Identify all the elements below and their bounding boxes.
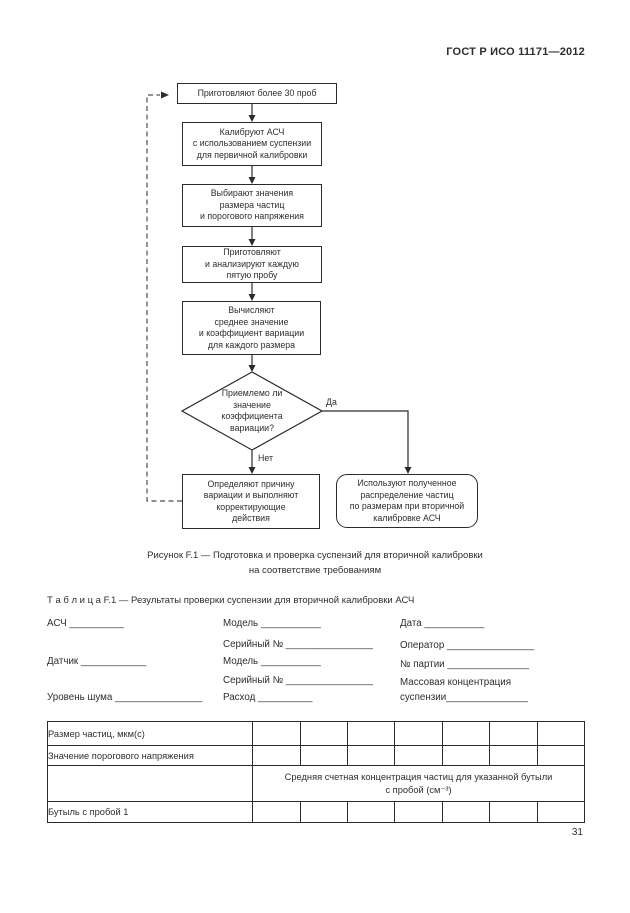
results-table: Размер частиц, мкм(с) Значение пороговог… [47, 721, 585, 823]
form-field-asch: АСЧ __________ [47, 618, 124, 629]
flow-label-no: Нет [258, 453, 273, 463]
arrowhead-3 [248, 239, 256, 246]
flow-label-yes: Да [326, 397, 337, 407]
empty-cell [442, 721, 490, 746]
form-field-mass-concentration: Массовая концентрация суспензии_________… [400, 677, 528, 703]
flow-step-calibrate-counter: Калибруют АСЧ с использованием суспензии… [182, 122, 322, 166]
empty-cell [489, 801, 538, 823]
empty-cell [252, 745, 301, 766]
merged-header-concentration: Средняя счетная концентрация частиц для … [252, 765, 585, 802]
empty-cell [394, 721, 443, 746]
form-field-batch-number: № партии _______________ [400, 659, 530, 670]
table-title: Т а б л и ц а F.1 — Результаты проверки … [47, 595, 415, 606]
flow-decision-text: Приемлемо ли значение коэффициента вариа… [221, 388, 283, 433]
table-row: Значение порогового напряжения [47, 745, 585, 766]
empty-cell [537, 745, 585, 766]
decision-diamond [180, 371, 324, 451]
form-field-serial-2: Серийный № ________________ [223, 675, 373, 686]
table-row: Бутыль с пробой 1 [47, 801, 585, 823]
flow-step-use-distribution: Используют полученное распределение част… [336, 474, 478, 528]
flow-step-corrective-actions: Определяют причину вариации и выполняют … [182, 474, 320, 529]
row-label-threshold-voltage: Значение порогового напряжения [47, 745, 253, 766]
empty-cell [489, 745, 538, 766]
empty-cell [347, 745, 395, 766]
flow-step-analyze-sample: Приготовляют и анализируют каждую пятую … [182, 246, 322, 283]
empty-cell [47, 765, 253, 802]
arrowhead-5 [248, 365, 256, 372]
form-field-flow-rate: Расход __________ [223, 692, 313, 703]
standard-number-header: ГОСТ Р ИСО 11171—2012 [446, 46, 585, 58]
empty-cell [347, 801, 395, 823]
form-field-operator: Оператор ________________ [400, 640, 535, 651]
feedback-dashed-line [146, 94, 182, 502]
arrowhead-2 [248, 177, 256, 184]
empty-cell [300, 801, 348, 823]
empty-cell [537, 721, 585, 746]
arrowhead-feedback [161, 91, 169, 99]
empty-cell [442, 745, 490, 766]
flow-step-select-values: Выбирают значения размера частиц и порог… [182, 184, 322, 227]
form-field-model-2: Модель ___________ [223, 656, 321, 667]
form-field-serial-1: Серийный № ________________ [223, 639, 373, 650]
empty-cell [394, 745, 443, 766]
form-field-model-1: Модель ___________ [223, 618, 321, 629]
table-row: Средняя счетная концентрация частиц для … [47, 765, 585, 802]
table-row: Размер частиц, мкм(с) [47, 721, 585, 746]
figure-caption: Рисунок F.1 — Подготовка и проверка сусп… [147, 550, 483, 576]
form-field-date: Дата ___________ [400, 618, 485, 629]
empty-cell [442, 801, 490, 823]
form-field-noise-level: Уровень шума ________________ [47, 692, 203, 703]
empty-cell [537, 801, 585, 823]
arrowhead-1 [248, 115, 256, 122]
empty-cell [252, 801, 301, 823]
row-label-sample-bottle: Бутыль с пробой 1 [47, 801, 253, 823]
row-label-particle-size: Размер частиц, мкм(с) [47, 721, 253, 746]
empty-cell [394, 801, 443, 823]
empty-cell [300, 745, 348, 766]
flowchart-connectors [146, 91, 412, 502]
page-number: 31 [571, 827, 583, 838]
arrowhead-4 [248, 294, 256, 301]
arrowhead-no [248, 467, 256, 474]
arrowhead-yes [404, 467, 412, 474]
arrow-line-yes [322, 410, 409, 469]
empty-cell [252, 721, 301, 746]
empty-cell [300, 721, 348, 746]
flow-step-compute-mean: Вычисляют среднее значение и коэффициент… [182, 301, 321, 355]
empty-cell [489, 721, 538, 746]
form-field-sensor: Датчик ____________ [47, 656, 147, 667]
empty-cell [347, 721, 395, 746]
flow-step-prepare-samples: Приготовляют более 30 проб [177, 83, 337, 104]
